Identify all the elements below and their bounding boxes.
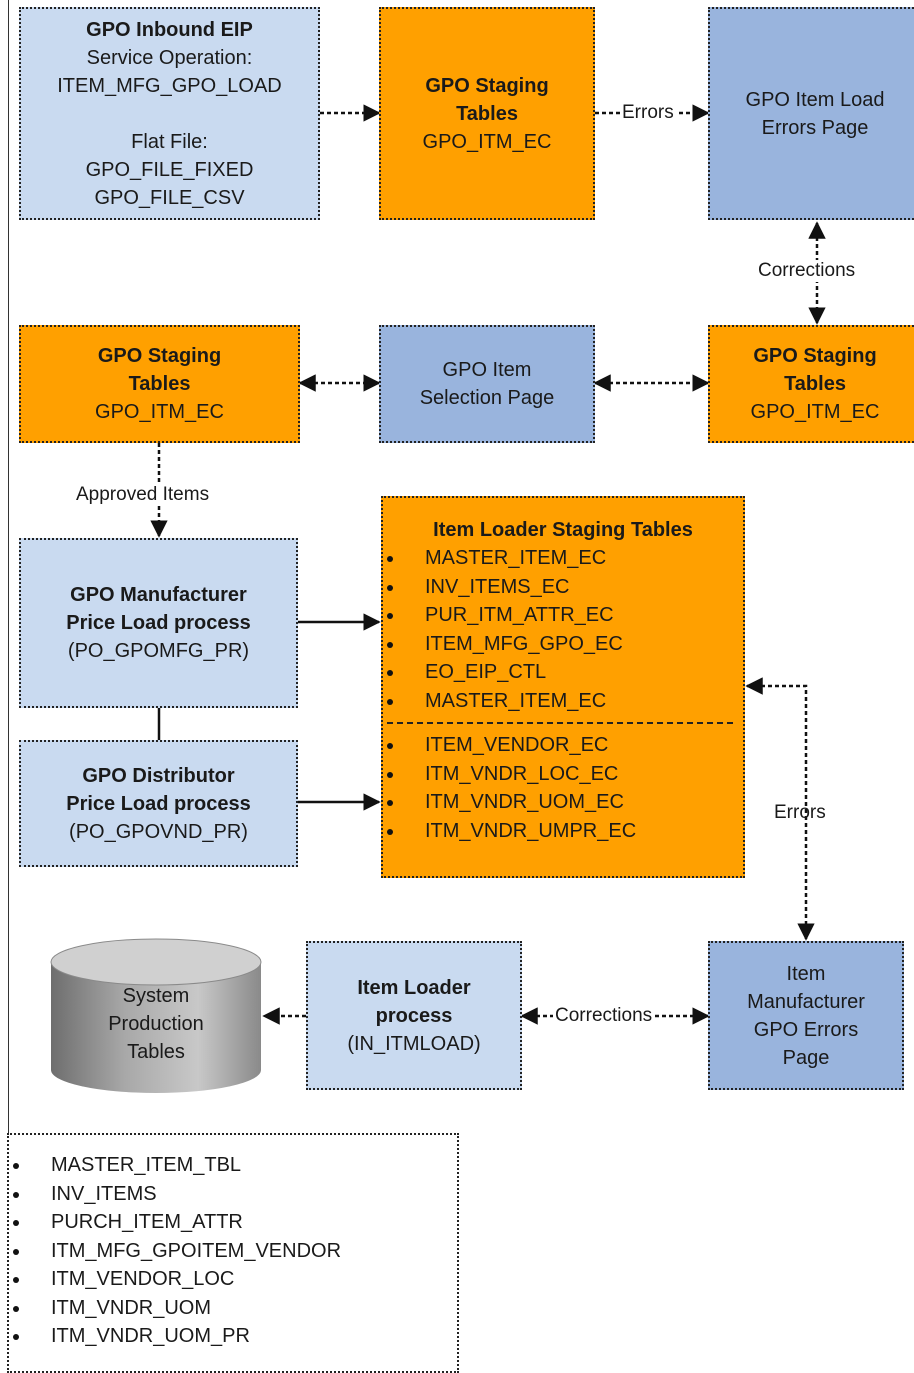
staging-right-title-2: Tables	[784, 373, 846, 395]
gpo-item-selection-page: GPO Item Selection Page	[379, 325, 595, 443]
label-corrections-bottom: Corrections	[553, 1005, 655, 1027]
service-operation-name: ITEM_MFG_GPO_LOAD	[57, 74, 282, 97]
mfg-process-line-1: GPO Manufacturer	[70, 584, 247, 606]
list-item: ITM_VNDR_UOM_PR	[9, 1322, 457, 1351]
list-item: ITEM_MFG_GPO_EC	[383, 630, 743, 659]
dist-process-code: (PO_GPOVND_PR)	[69, 820, 248, 843]
list-item: PURCH_ITEM_ATTR	[9, 1208, 457, 1237]
label-errors-top: Errors	[620, 102, 676, 124]
list-item: MASTER_ITEM_TBL	[9, 1151, 457, 1180]
frame-left-border	[8, 0, 9, 1365]
gpo-staging-tables-left: GPO Staging Tables GPO_ITM_EC	[19, 325, 300, 443]
staging-right-title-1: GPO Staging	[753, 345, 877, 367]
list-item: ITM_VNDR_UOM_EC	[383, 788, 743, 817]
list-item: ITM_VENDOR_LOC	[9, 1265, 457, 1294]
mfg-errors-line-2: Manufacturer	[747, 990, 865, 1013]
staging-top-sub: GPO_ITM_EC	[422, 130, 552, 153]
list-item: MASTER_ITEM_EC	[383, 544, 743, 573]
system-tables-label: System Production Tables	[51, 982, 261, 1066]
dist-process-line-1: GPO Distributor	[82, 764, 235, 787]
staging-right-sub: GPO_ITM_EC	[750, 401, 880, 423]
selection-page-line-2: Selection Page	[419, 387, 555, 409]
item-manufacturer-gpo-errors-page: Item Manufacturer GPO Errors Page	[708, 941, 904, 1090]
production-tables-list: MASTER_ITEM_TBL INV_ITEMS PURCH_ITEM_ATT…	[9, 1151, 457, 1351]
flat-file-csv: GPO_FILE_CSV	[94, 186, 245, 209]
flat-file-label: Flat File:	[131, 130, 208, 153]
item-loader-staging-title: Item Loader Staging Tables	[433, 519, 693, 541]
mfg-process-code: (PO_GPOMFG_PR)	[67, 640, 250, 662]
mfg-errors-line-3: GPO Errors	[753, 1018, 859, 1041]
errors-page-line-2: Errors Page	[761, 116, 869, 139]
list-item: ITM_MFG_GPOITEM_VENDOR	[9, 1237, 457, 1266]
label-corrections-right: Corrections	[756, 260, 858, 282]
staging-left-title-2: Tables	[128, 373, 191, 395]
mfg-errors-line-4: Page	[782, 1046, 830, 1069]
list-item: ITM_VNDR_LOC_EC	[383, 760, 743, 789]
label-approved-items: Approved Items	[74, 484, 212, 506]
mfg-process-line-2: Price Load process	[66, 612, 251, 634]
system-tables-line-2: Production	[108, 1013, 204, 1035]
system-tables-line-1: System	[122, 985, 190, 1007]
staging-left-sub: GPO_ITM_EC	[95, 401, 224, 423]
item-loader-line-2: process	[375, 1004, 453, 1027]
item-loader-code: (IN_ITMLOAD)	[347, 1032, 481, 1055]
staging-left-title-1: GPO Staging	[97, 345, 222, 367]
selection-page-line-1: GPO Item	[442, 359, 532, 381]
list-item: INV_ITEMS_EC	[383, 573, 743, 602]
errors-page-line-1: GPO Item Load	[745, 88, 885, 111]
item-loader-staging-list-a: MASTER_ITEM_EC INV_ITEMS_EC PUR_ITM_ATTR…	[383, 544, 743, 715]
dist-process-line-2: Price Load process	[66, 792, 251, 815]
item-loader-staging-tables-box: Item Loader Staging Tables MASTER_ITEM_E…	[381, 496, 745, 878]
list-item: INV_ITEMS	[9, 1180, 457, 1209]
list-item: MASTER_ITEM_EC	[383, 687, 743, 716]
system-tables-line-3: Tables	[127, 1041, 185, 1063]
flat-file-fixed: GPO_FILE_FIXED	[85, 158, 254, 181]
list-item: ITM_VNDR_UOM	[9, 1294, 457, 1323]
list-item: PUR_ITM_ATTR_EC	[383, 601, 743, 630]
gpo-staging-tables-right: GPO Staging Tables GPO_ITM_EC	[708, 325, 914, 443]
mfg-errors-line-1: Item	[786, 962, 826, 985]
item-loader-process-box: Item Loader process (IN_ITMLOAD)	[306, 941, 522, 1090]
label-errors-right: Errors	[774, 802, 826, 823]
gpo-manufacturer-price-load-box: GPO Manufacturer Price Load process (PO_…	[19, 538, 298, 708]
item-loader-line-1: Item Loader	[357, 976, 471, 999]
arrow-loader-staging-errors	[745, 677, 815, 941]
gpo-staging-tables-top: GPO Staging Tables GPO_ITM_EC	[379, 7, 595, 220]
staging-top-title-1: GPO Staging	[425, 74, 549, 97]
gpo-inbound-title: GPO Inbound EIP	[86, 18, 253, 41]
gpo-item-load-errors-page: GPO Item Load Errors Page	[708, 7, 914, 220]
service-operation-label: Service Operation:	[86, 46, 253, 69]
production-tables-list-box: MASTER_ITEM_TBL INV_ITEMS PURCH_ITEM_ATT…	[7, 1133, 459, 1373]
item-loader-staging-list-b: ITEM_VENDOR_EC ITM_VNDR_LOC_EC ITM_VNDR_…	[383, 731, 743, 845]
gpo-distributor-price-load-box: GPO Distributor Price Load process (PO_G…	[19, 740, 298, 867]
gpo-inbound-eip-box: GPO Inbound EIP Service Operation: ITEM_…	[19, 7, 320, 220]
list-item: ITEM_VENDOR_EC	[383, 731, 743, 760]
staging-list-divider	[387, 722, 733, 724]
list-item: EO_EIP_CTL	[383, 658, 743, 687]
staging-top-title-2: Tables	[456, 102, 518, 125]
list-item: ITM_VNDR_UMPR_EC	[383, 817, 743, 846]
